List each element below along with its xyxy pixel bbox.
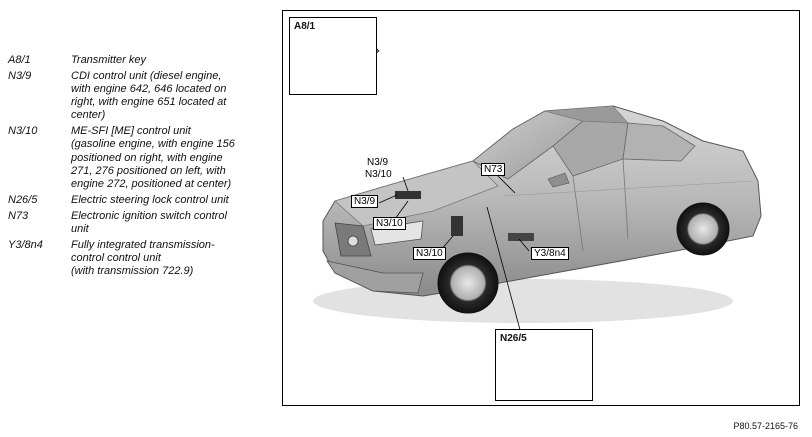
vehicle-figure: A8/1 N26/5 N3/9 N3/10 N73 N3/9 N3/10 N3/… [282, 10, 800, 406]
legend-code: N3/10 [8, 125, 38, 138]
transmitter-key-callout: A8/1 [289, 17, 377, 95]
component-legend: A8/1 Transmitter key N3/9 CDI control un… [8, 54, 278, 281]
label-n73: N73 [481, 163, 506, 176]
legend-description: Electric steering lock control unit [71, 193, 229, 206]
label-n3-9-diesel: N3/9 [365, 157, 391, 168]
callout-title: A8/1 [294, 21, 316, 32]
label-n3-10-upper: N3/10 [363, 169, 394, 180]
legend-description: Transmitter key [71, 54, 146, 66]
legend-description: Electronic ignition switch control unit [71, 209, 227, 235]
label-n3-10-mid: N3/10 [373, 217, 406, 230]
legend-row: N3/9 CDI control unit (diesel engine, wi… [8, 70, 278, 123]
legend-row: N73 Electronic ignition switch control u… [8, 210, 278, 236]
legend-description: ME-SFI [ME] control unit (gasoline engin… [71, 125, 235, 191]
rear-wheel [676, 202, 730, 256]
figure-reference-number: P80.57-2165-76 [733, 421, 798, 431]
legend-description: CDI control unit (diesel engine, with en… [71, 69, 227, 122]
legend-code: N26/5 [8, 193, 38, 206]
car-body [322, 105, 762, 297]
legend-row: A8/1 Transmitter key [8, 54, 278, 67]
callout-title: N26/5 [500, 333, 527, 344]
label-y3-8n4: Y3/8n4 [531, 247, 569, 260]
legend-description: Fully integrated transmission- control c… [71, 238, 215, 278]
leader-lines [378, 175, 530, 342]
front-wheel [437, 252, 499, 314]
label-n3-10-lower: N3/10 [413, 247, 446, 260]
legend-code: Y3/8n4 [8, 238, 43, 251]
label-n3-9-lower: N3/9 [351, 195, 379, 208]
control-unit-marker [508, 233, 534, 241]
legend-code: A8/1 [8, 54, 31, 66]
control-unit-marker [395, 191, 421, 199]
legend-code: N73 [8, 209, 29, 222]
legend-row: N3/10 ME-SFI [ME] control unit (gasoline… [8, 125, 278, 191]
legend-row: Y3/8n4 Fully integrated transmission- co… [8, 239, 278, 279]
control-unit-marker [451, 216, 463, 236]
legend-code: N3/9 [8, 69, 32, 82]
steering-lock-callout: N26/5 [495, 329, 593, 401]
legend-row: N26/5 Electric steering lock control uni… [8, 194, 278, 207]
